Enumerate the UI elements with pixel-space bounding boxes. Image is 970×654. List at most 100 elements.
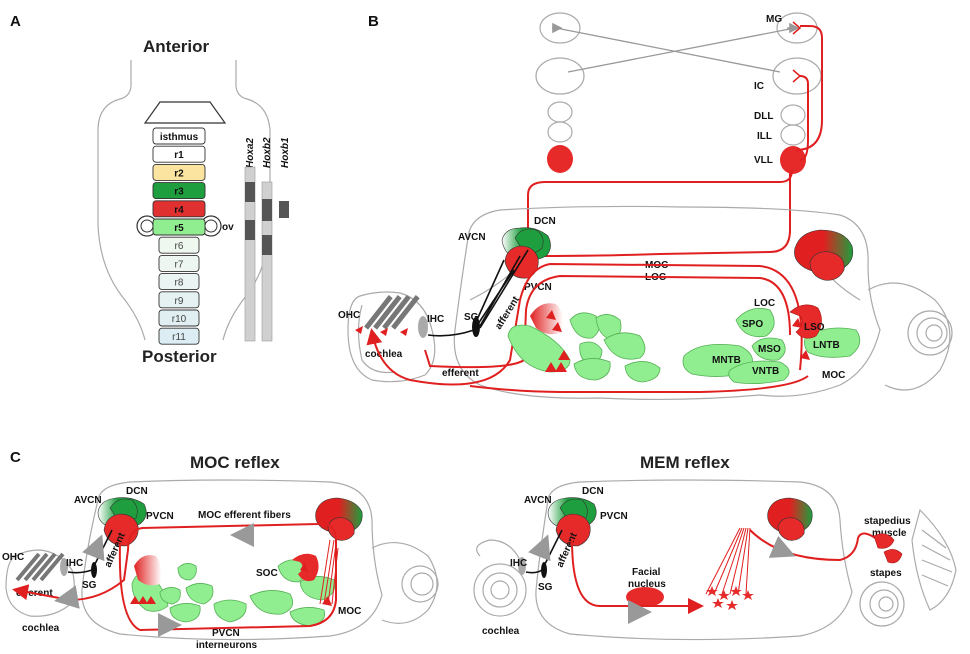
segment-r4 — [152, 200, 206, 218]
cochlea-c2-outer — [473, 563, 527, 617]
mem-reflex-title: MEM reflex — [640, 453, 730, 472]
anterior-label: Anterior — [143, 37, 210, 56]
efferent-loc-path — [424, 274, 791, 369]
moc-reflex-red-loop — [12, 522, 337, 632]
panel-b: B MG IC DLL ILL VLL — [338, 12, 953, 401]
red-ascending-left-lemniscus — [527, 169, 793, 228]
segment-r11 — [158, 327, 200, 345]
mem-terminal-stars — [706, 586, 754, 610]
mg-label: MG — [766, 14, 782, 25]
brainstem-outline — [453, 205, 881, 401]
gray-flow-arrows-c1 — [54, 523, 254, 637]
afferent-fiber-3 — [479, 255, 521, 327]
afferent-fiber-c2 — [525, 529, 563, 574]
segment-label-r4: r4 — [174, 205, 184, 216]
segment-label-r5: r5 — [174, 223, 184, 234]
segment-label-r11: r11 — [172, 332, 186, 343]
lntb-label-b: LNTB — [813, 340, 840, 351]
ill-left — [547, 121, 573, 143]
cn-c-right-contra-red — [777, 517, 805, 541]
brain-outline — [97, 60, 146, 341]
soc-nucleus-e — [603, 332, 646, 360]
stapedius-label-2: muscle — [872, 528, 907, 539]
panel-c-left: C MOC reflex AVCN DCN PVCN MOC efferent … — [2, 449, 439, 651]
sg-ganglion — [472, 317, 480, 337]
hoxa2-bar — [244, 166, 256, 342]
brainstem-outline-c-right — [535, 479, 853, 641]
ihc-label-c2: IHC — [510, 558, 527, 569]
cochlea-c2-inner — [490, 580, 510, 600]
mg-left — [539, 12, 581, 44]
soc-nucleus-g — [624, 361, 661, 383]
vntb-label-b: VNTB — [752, 366, 779, 377]
segment-r5 — [152, 218, 206, 236]
hoxb2-bar — [261, 181, 273, 342]
pvcn-c-right — [555, 513, 591, 547]
ear-right-cochlea-1 — [907, 310, 953, 356]
dll-label: DLL — [754, 111, 773, 122]
pvcn-interneurons-label-2: interneurons — [196, 640, 258, 651]
red-contra-ascending — [527, 172, 791, 257]
ohc-label-b: OHC — [338, 310, 360, 321]
moc-efferent-fibers-label: MOC efferent fibers — [198, 510, 291, 521]
avcn-label-c2: AVCN — [524, 495, 552, 506]
ohc-hair-cells — [364, 295, 420, 330]
segment-isthmus — [152, 127, 206, 145]
gene-hoxb1-label: Hoxb1 — [280, 137, 291, 168]
cochlea-label-c2: cochlea — [482, 626, 520, 637]
brainstem-outline-c-left — [81, 479, 383, 641]
vll-label: VLL — [754, 155, 773, 166]
cn-right-red — [809, 251, 845, 281]
facial-nucleus — [626, 587, 664, 607]
sg-ganglion-c2 — [541, 562, 547, 578]
ear-c1-right-c1 — [401, 565, 439, 603]
cochlea-label-b: cochlea — [365, 349, 403, 360]
gene-hoxa2-label: Hoxa2 — [245, 138, 256, 168]
ear-outline-c2-left — [476, 539, 521, 561]
segment-r6 — [158, 236, 200, 254]
mem-reflex-red-path — [571, 539, 704, 614]
pvcn-label-b: PVCN — [524, 282, 552, 293]
ohc-label-c1: OHC — [2, 552, 24, 563]
soc-c1-c — [159, 587, 181, 605]
ihc-cell — [418, 316, 428, 338]
red-ic-notch — [792, 69, 802, 83]
mntb-label-b: MNTB — [712, 355, 741, 366]
tympanic-ridges — [921, 529, 953, 587]
tympanic-membrane — [911, 508, 957, 611]
soc-nucleus-b — [569, 312, 600, 339]
midbrain-cap — [143, 101, 227, 124]
lso-label-b: LSO — [804, 322, 825, 333]
red-ascending-to-ic — [799, 75, 809, 161]
gray-crossing-1 — [555, 27, 781, 73]
mso-label-b: MSO — [758, 344, 781, 355]
lntb-nucleus — [804, 327, 861, 358]
dcn-label-b: DCN — [534, 216, 556, 227]
segment-label-r2: r2 — [174, 168, 184, 179]
vntb-nucleus — [728, 360, 790, 384]
ihc-label-c1: IHC — [66, 558, 83, 569]
ic-label: IC — [754, 81, 764, 92]
soc-nucleus-c — [595, 314, 622, 341]
avcn-label-b: AVCN — [458, 232, 486, 243]
panel-c-right: MEM reflex AVCN DCN PVCN Facial nucleus … — [473, 453, 957, 641]
hoxa2-r3-dark — [245, 182, 255, 202]
ov-label: ov — [222, 222, 234, 233]
avcn-label-c1: AVCN — [74, 495, 102, 506]
pvcn-label-c1: PVCN — [146, 511, 174, 522]
segment-r2 — [152, 163, 206, 181]
mso-nucleus — [751, 337, 786, 361]
segment-label-r10: r10 — [172, 314, 187, 325]
segment-r10 — [158, 309, 200, 327]
moc-label-c1: MOC — [338, 606, 361, 617]
segment-r7 — [158, 254, 200, 272]
gene-hoxb2-label: Hoxb2 — [262, 137, 273, 168]
segment-label-r7: r7 — [175, 259, 184, 270]
spo-nucleus — [735, 307, 775, 338]
red-mg-notch — [792, 21, 802, 35]
vll-right — [780, 146, 806, 174]
dcn-label-c1: DCN — [126, 486, 148, 497]
segment-r1 — [152, 145, 206, 163]
